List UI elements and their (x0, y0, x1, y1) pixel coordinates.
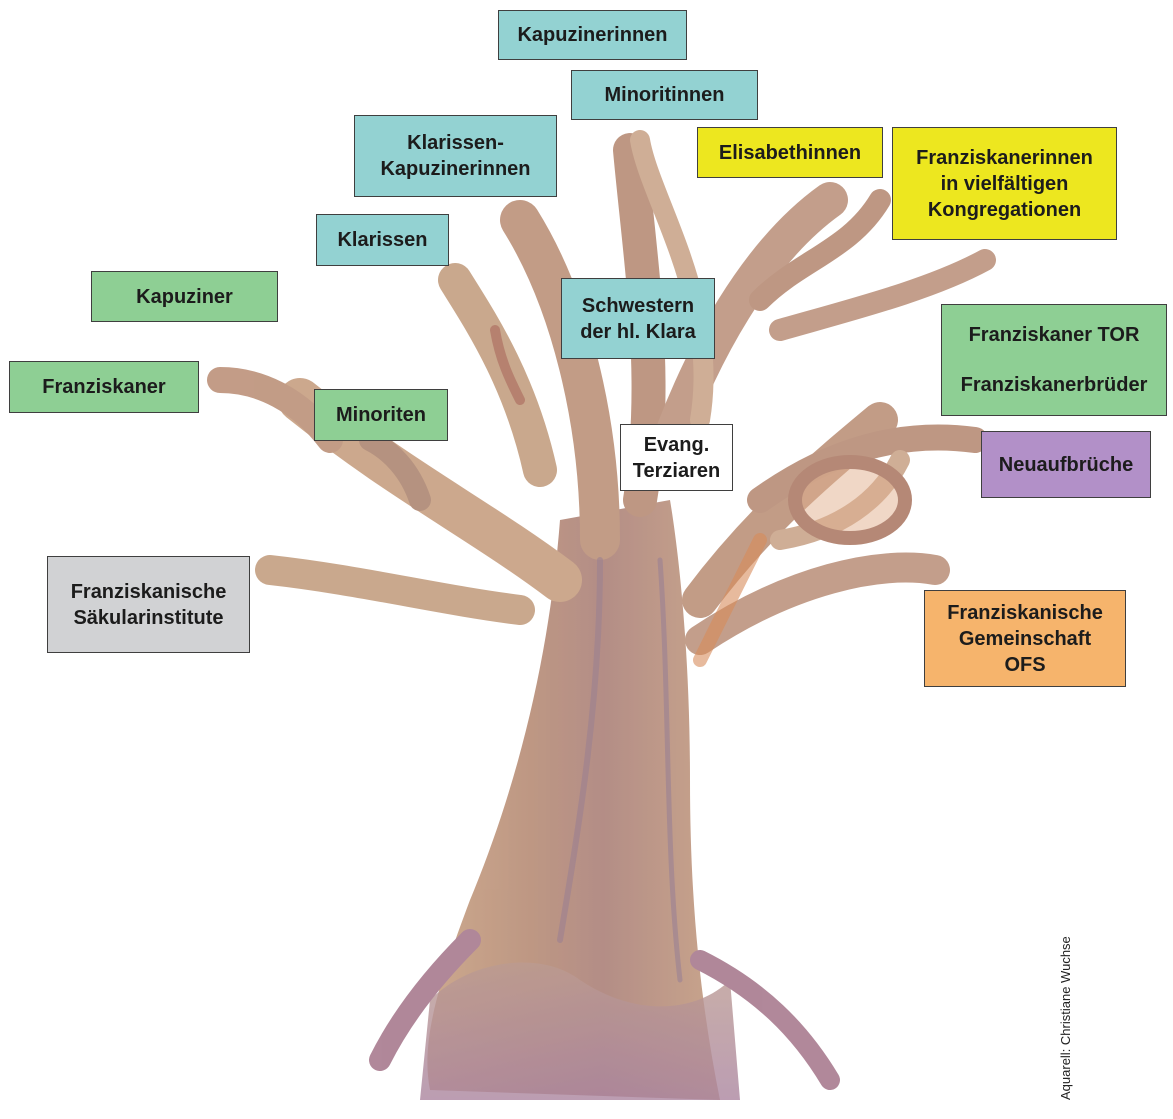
box-franziskanerinnen-line-2: in vielfältigen (941, 171, 1069, 197)
box-franziskaner-tor: Franziskaner TOR Franziskanerbrüder (941, 304, 1167, 416)
box-saekularinstitute-line-2: Säkularinstitute (73, 605, 223, 631)
box-franziskaner-tor-label: Franziskaner TOR (969, 322, 1140, 348)
box-franziskanerinnen-line-1: Franziskanerinnen (916, 145, 1093, 171)
box-schwestern-klara: Schwestern der hl. Klara (561, 278, 715, 359)
box-klarissen-kapuzinerinnen-line-2: Kapuzinerinnen (380, 156, 530, 182)
box-neuaufbrueche: Neuaufbrüche (981, 431, 1151, 498)
box-schwestern-klara-line-2: der hl. Klara (580, 319, 696, 345)
box-minoritinnen: Minoritinnen (571, 70, 758, 120)
box-klarissen-kapuzinerinnen: Klarissen- Kapuzinerinnen (354, 115, 557, 197)
box-franziskaner: Franziskaner (9, 361, 199, 413)
box-saekularinstitute: Franziskanische Säkularinstitute (47, 556, 250, 653)
box-saekularinstitute-line-1: Franziskanische (71, 579, 227, 605)
box-schwestern-klara-line-1: Schwestern (582, 293, 694, 319)
box-kapuzinerinnen-label: Kapuzinerinnen (517, 22, 667, 48)
artist-credit: Aquarell: Christiane Wuchse (1058, 936, 1073, 1100)
box-gemeinschaft-ofs-line-1: Franziskanische (947, 600, 1103, 626)
box-elisabethinnen: Elisabethinnen (697, 127, 883, 178)
box-elisabethinnen-label: Elisabethinnen (719, 140, 861, 166)
box-neuaufbrueche-label: Neuaufbrüche (999, 452, 1133, 478)
box-franziskaner-label: Franziskaner (42, 374, 165, 400)
box-kapuzinerinnen: Kapuzinerinnen (498, 10, 687, 60)
box-evang-terziaren: Evang. Terziaren (620, 424, 733, 491)
box-franziskanerbrueder-label: Franziskanerbrüder (961, 372, 1148, 398)
box-kapuziner: Kapuziner (91, 271, 278, 322)
box-kapuziner-label: Kapuziner (136, 284, 233, 310)
box-gemeinschaft-ofs-line-3: OFS (1004, 652, 1045, 678)
box-minoriten: Minoriten (314, 389, 448, 441)
box-klarissen-label: Klarissen (337, 227, 427, 253)
box-franziskanerinnen: Franziskanerinnen in vielfältigen Kongre… (892, 127, 1117, 240)
box-gemeinschaft-ofs-line-2: Gemeinschaft (959, 626, 1091, 652)
box-klarissen: Klarissen (316, 214, 449, 266)
box-minoriten-label: Minoriten (336, 402, 426, 428)
box-evang-terziaren-line-1: Evang. (644, 432, 710, 458)
box-evang-terziaren-line-2: Terziaren (633, 458, 720, 484)
box-franziskanerinnen-line-3: Kongregationen (928, 197, 1081, 223)
box-minoritinnen-label: Minoritinnen (605, 82, 725, 108)
box-gemeinschaft-ofs: Franziskanische Gemeinschaft OFS (924, 590, 1126, 687)
box-klarissen-kapuzinerinnen-line-1: Klarissen- (407, 130, 504, 156)
